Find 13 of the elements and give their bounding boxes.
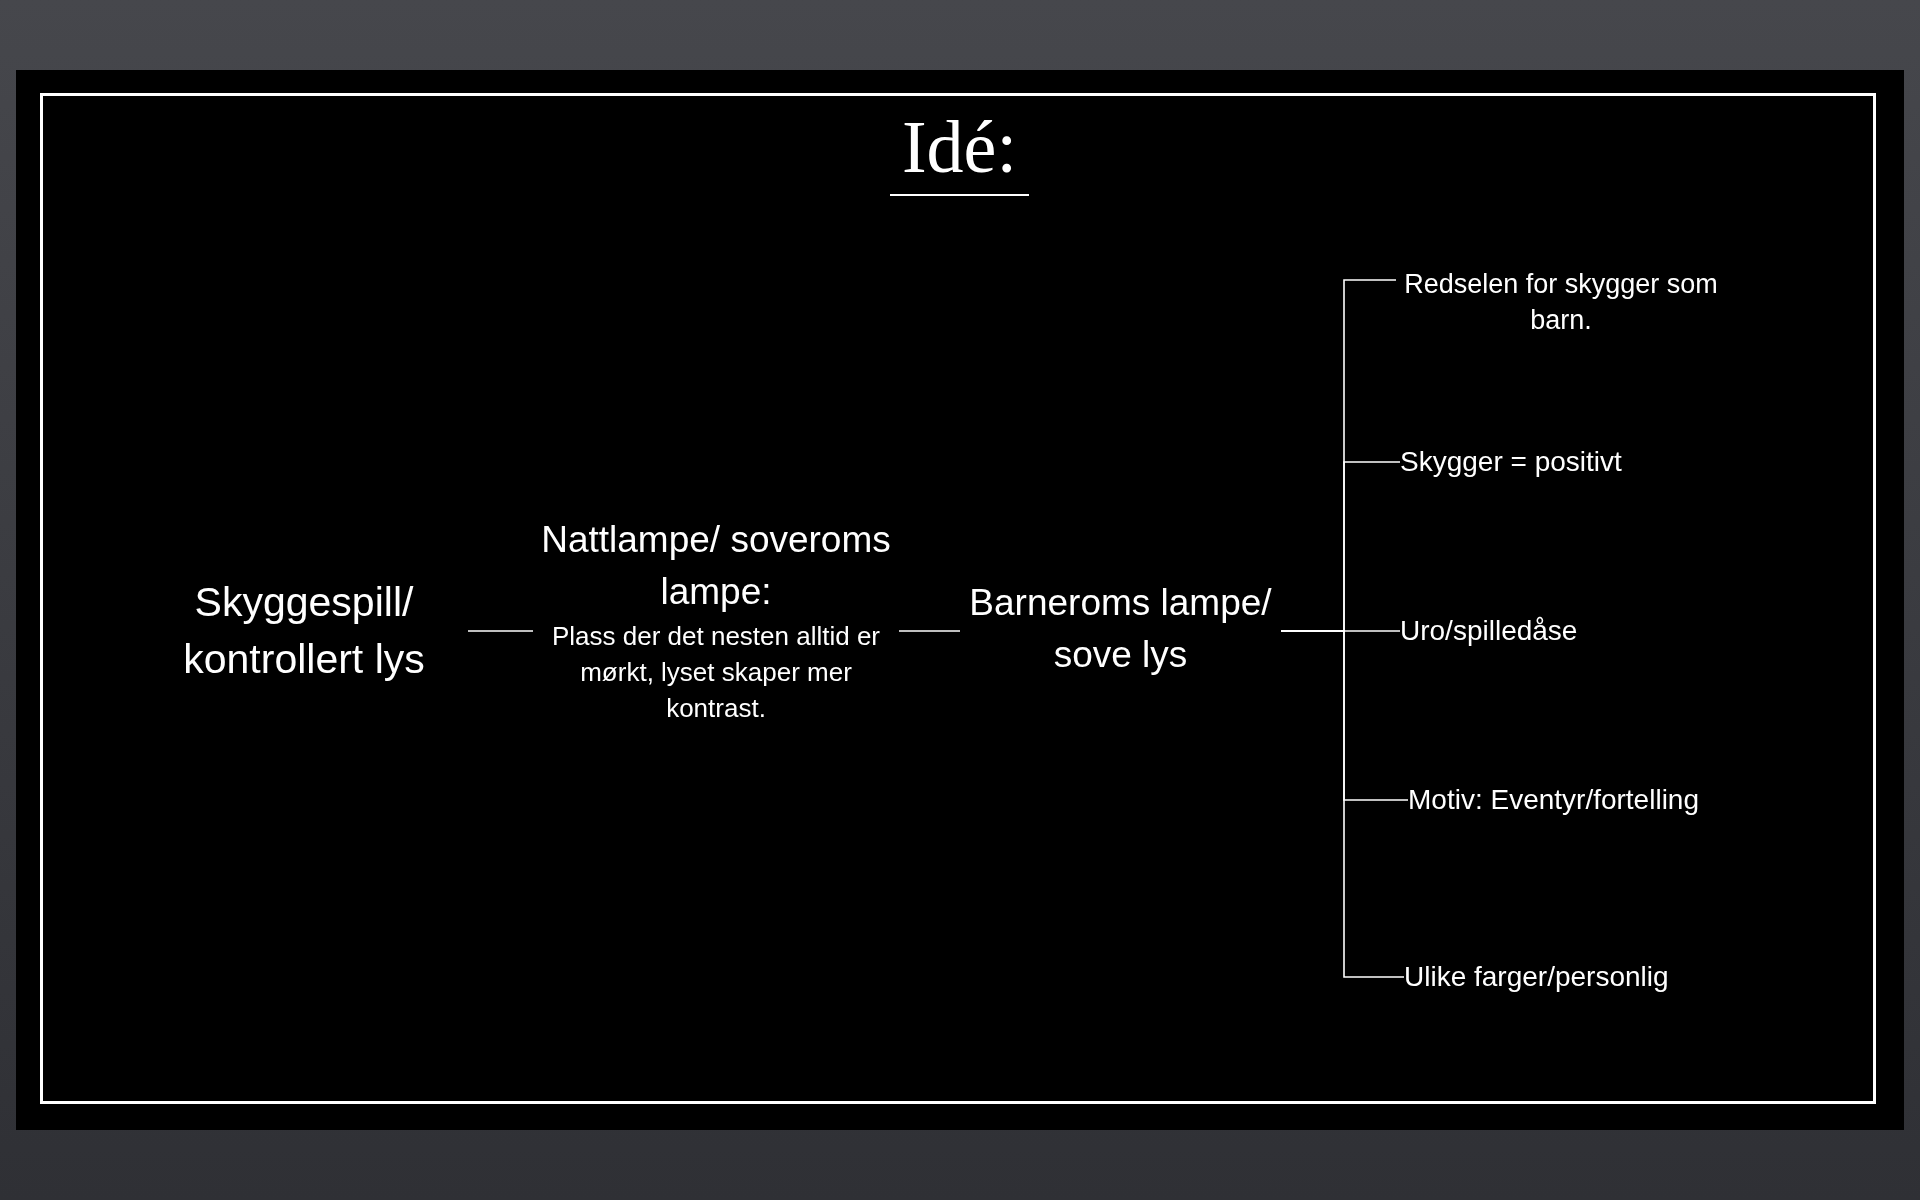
title: Idé: xyxy=(890,110,1029,196)
node-label: Motiv: Eventyr/fortelling xyxy=(1408,782,1700,817)
node-label: Nattlampe/ soveroms lampe: xyxy=(540,517,892,614)
node-label: Redselen for skygger som barn. xyxy=(1403,267,1719,337)
node-description: Plass der det nesten alltid er mørkt, lyset skaper mer kontrast. xyxy=(550,619,882,725)
node-label: Skyggespill/ kontrollert lys xyxy=(182,577,426,684)
connector-line xyxy=(467,630,534,632)
node-label: Ulike farger/personlig xyxy=(1404,959,1670,994)
node-label: Uro/spilledåse xyxy=(1400,613,1579,648)
connector-line xyxy=(898,630,961,632)
connector-line xyxy=(1280,630,1405,978)
node-label: Barneroms lampe/ sove lys xyxy=(968,581,1273,677)
node-label: Skygger = positivt xyxy=(1400,444,1623,479)
